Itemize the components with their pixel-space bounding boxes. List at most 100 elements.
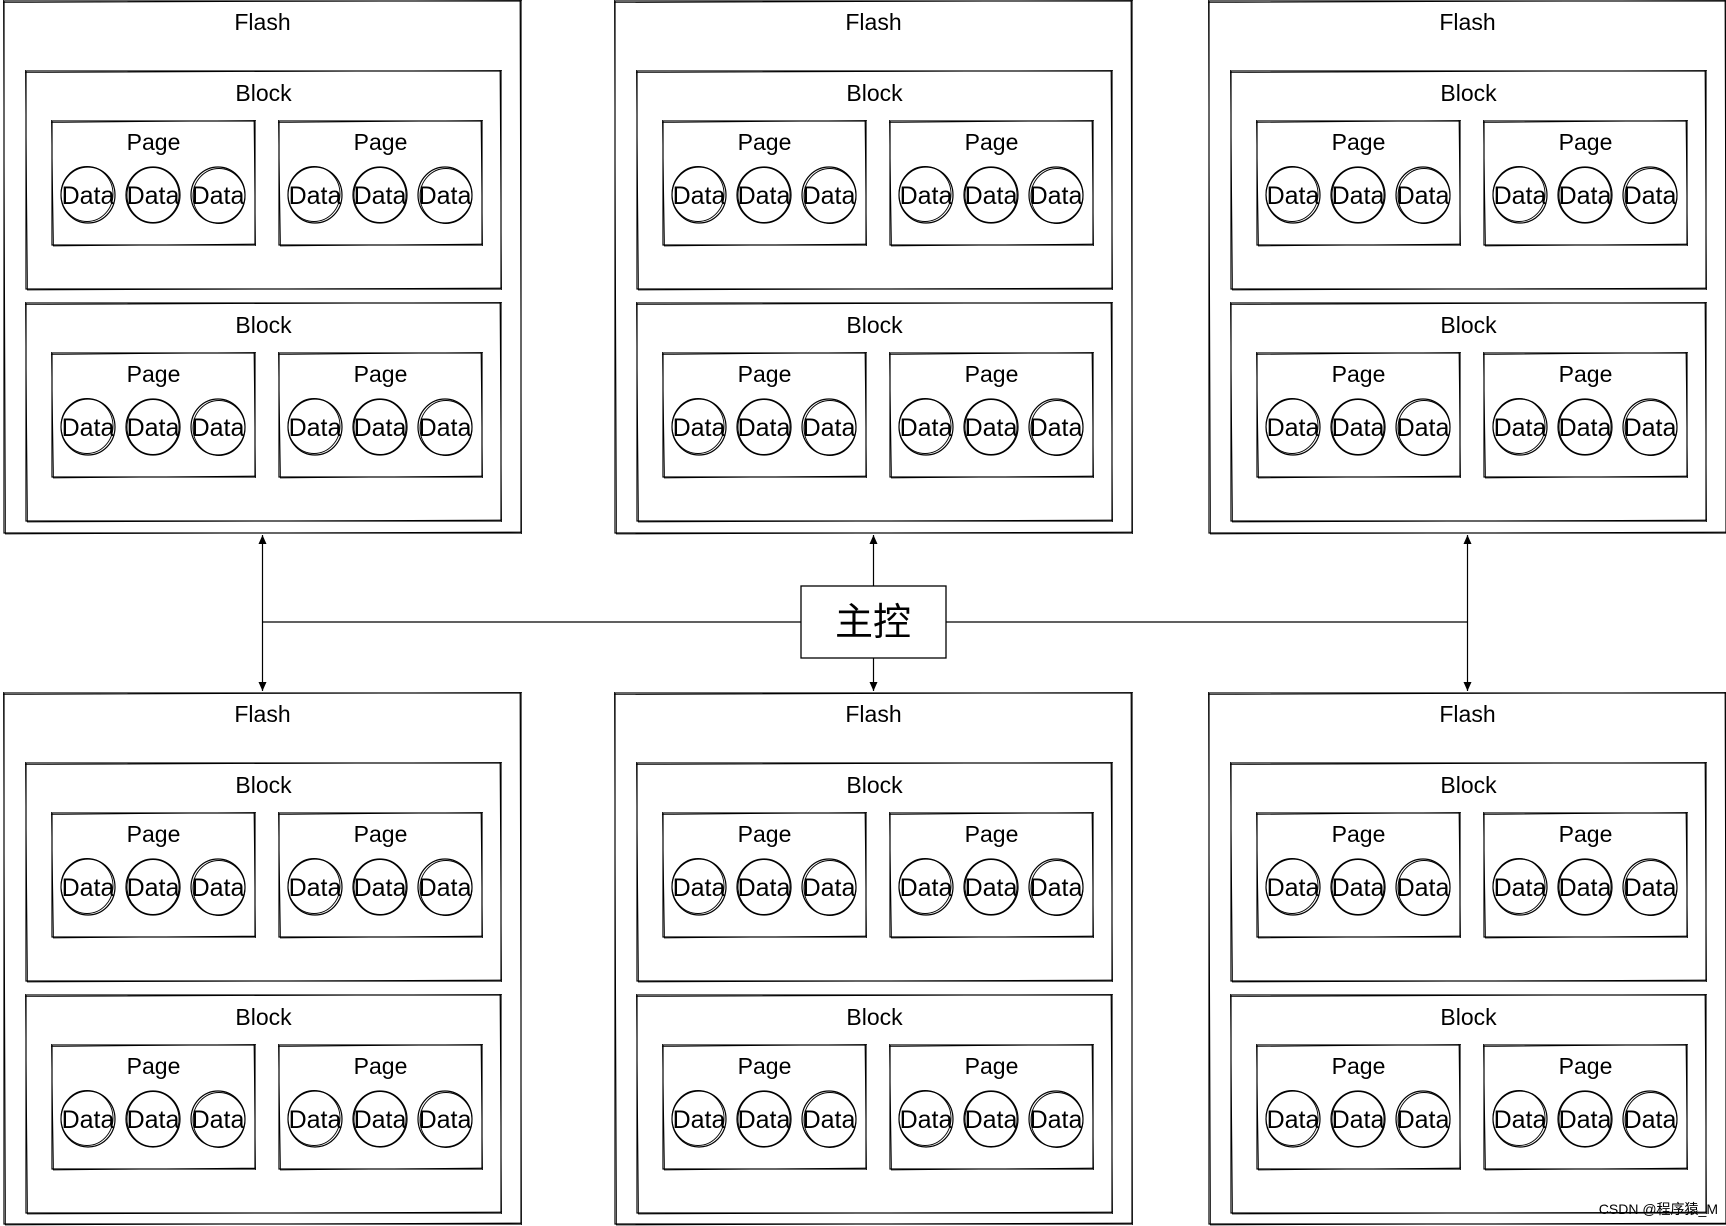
data-label: Data — [738, 874, 791, 902]
data-node: Data — [1492, 398, 1548, 456]
data-label: Data — [673, 182, 726, 210]
data-label: Data — [127, 874, 180, 902]
page-box — [1482, 351, 1689, 479]
page-box — [1255, 811, 1462, 939]
data-node: Data — [190, 858, 246, 916]
page-box — [1482, 811, 1689, 939]
data-label: Data — [354, 874, 407, 902]
data-node: Data — [898, 398, 954, 456]
data-label: Data — [1030, 874, 1083, 902]
data-node: Data — [801, 398, 857, 456]
data-label: Data — [738, 1106, 791, 1134]
data-label: Data — [192, 414, 245, 442]
data-node: Data — [1395, 166, 1451, 224]
data-node: Data — [1330, 858, 1386, 916]
block-label: Block — [846, 80, 903, 106]
page-label: Page — [738, 129, 792, 155]
page-box — [277, 351, 484, 479]
data-node: Data — [1028, 1090, 1084, 1148]
data-node: Data — [1557, 398, 1613, 456]
page-label: Page — [1332, 361, 1386, 387]
data-node: Data — [963, 858, 1019, 916]
data-node: Data — [125, 398, 181, 456]
block-label: Block — [235, 1004, 292, 1030]
data-label: Data — [965, 182, 1018, 210]
data-node: Data — [352, 398, 408, 456]
page-label: Page — [127, 1053, 181, 1079]
data-node: Data — [1330, 1090, 1386, 1148]
data-label: Data — [1267, 1106, 1320, 1134]
data-node: Data — [1622, 858, 1678, 916]
page-label: Page — [1332, 129, 1386, 155]
data-label: Data — [965, 874, 1018, 902]
data-label: Data — [419, 1106, 472, 1134]
page-box — [661, 1043, 868, 1171]
data-node: Data — [1557, 858, 1613, 916]
data-label: Data — [1397, 414, 1450, 442]
data-label: Data — [1624, 182, 1677, 210]
data-label: Data — [354, 1106, 407, 1134]
data-node: Data — [60, 858, 116, 916]
page-label: Page — [127, 821, 181, 847]
data-node: Data — [1395, 1090, 1451, 1148]
data-node: Data — [898, 1090, 954, 1148]
data-label: Data — [803, 414, 856, 442]
data-node: Data — [671, 858, 727, 916]
data-node: Data — [287, 858, 343, 916]
data-label: Data — [900, 874, 953, 902]
data-label: Data — [289, 182, 342, 210]
page-box — [888, 811, 1095, 939]
page-label: Page — [965, 361, 1019, 387]
block-label: Block — [235, 80, 292, 106]
page-box — [661, 811, 868, 939]
data-node: Data — [287, 1090, 343, 1148]
data-node: Data — [1028, 398, 1084, 456]
data-label: Data — [738, 414, 791, 442]
page-box — [1255, 351, 1462, 479]
page-box — [1482, 1043, 1689, 1171]
data-label: Data — [1397, 182, 1450, 210]
data-node: Data — [1622, 1090, 1678, 1148]
data-node: Data — [1395, 858, 1451, 916]
data-label: Data — [419, 414, 472, 442]
data-node: Data — [1557, 1090, 1613, 1148]
page-label: Page — [738, 361, 792, 387]
data-label: Data — [1332, 182, 1385, 210]
data-label: Data — [673, 874, 726, 902]
data-node: Data — [190, 166, 246, 224]
data-node: Data — [736, 166, 792, 224]
data-label: Data — [419, 182, 472, 210]
data-node: Data — [1265, 398, 1321, 456]
page-box — [50, 811, 257, 939]
data-label: Data — [289, 414, 342, 442]
data-label: Data — [803, 874, 856, 902]
data-node: Data — [1557, 166, 1613, 224]
page-box — [277, 811, 484, 939]
data-label: Data — [127, 1106, 180, 1134]
data-node: Data — [417, 398, 473, 456]
data-label: Data — [1559, 1106, 1612, 1134]
data-node: Data — [963, 398, 1019, 456]
data-node: Data — [417, 1090, 473, 1148]
data-label: Data — [192, 1106, 245, 1134]
controller-node: 主控 — [800, 585, 947, 659]
flash-label: Flash — [234, 9, 290, 35]
